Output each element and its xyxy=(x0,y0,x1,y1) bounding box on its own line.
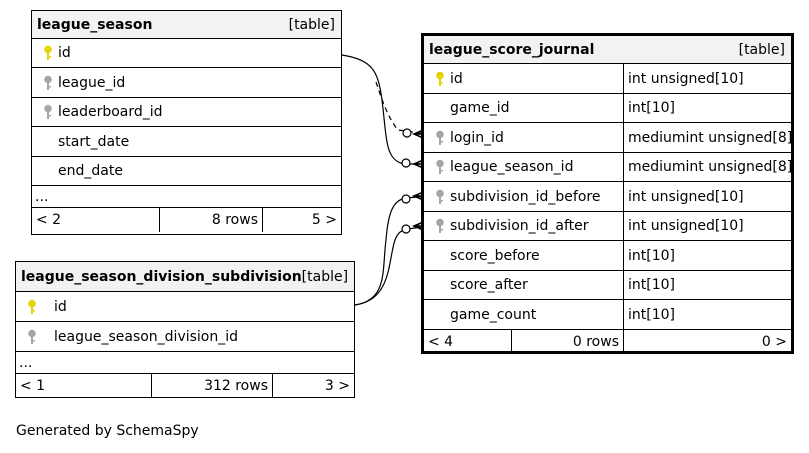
table-footer: < 1 312 rows 3 > xyxy=(16,374,354,397)
prev-count[interactable]: < 2 xyxy=(36,212,62,228)
primary-key-icon xyxy=(38,45,58,61)
edge-subdivision-after xyxy=(354,225,429,306)
column-name: league_season_id xyxy=(450,159,574,175)
column-row[interactable]: end_date xyxy=(32,157,341,186)
column-row[interactable]: login_id mediumint unsigned[8] xyxy=(424,123,791,153)
column-name: start_date xyxy=(58,133,130,150)
next-count[interactable]: 3 > xyxy=(272,374,354,397)
column-name: subdivision_id_before xyxy=(450,188,601,205)
edge-end-login xyxy=(402,128,412,138)
column-row[interactable]: id xyxy=(16,292,354,322)
table-header: league_season_division_subdivision [tabl… xyxy=(16,262,354,292)
prev-count[interactable]: < 1 xyxy=(20,377,46,394)
edge-login-id xyxy=(375,81,429,135)
column-name: score_after xyxy=(450,277,528,293)
primary-key-icon xyxy=(430,71,450,87)
column-row[interactable]: subdivision_id_before int unsigned[10] xyxy=(424,182,791,212)
edge-end-season xyxy=(401,158,411,168)
column-row[interactable]: game_id int[10] xyxy=(424,94,791,123)
next-count[interactable]: 0 > xyxy=(623,330,791,353)
column-row[interactable]: leaderboard_id xyxy=(32,98,341,127)
ellipsis: ... xyxy=(19,354,33,371)
column-name: subdivision_id_after xyxy=(450,218,589,234)
edge-subdivision-before xyxy=(354,195,429,306)
edge-end-sub-after xyxy=(401,224,411,234)
table-header: league_season [table] xyxy=(32,11,341,39)
edge-end-sub-before xyxy=(401,194,411,204)
foreign-key-icon xyxy=(430,130,450,146)
column-name: id xyxy=(58,45,71,61)
column-name: id xyxy=(54,298,67,315)
column-row[interactable]: id xyxy=(32,39,341,68)
foreign-key-icon xyxy=(430,189,450,205)
edge-league-season-id xyxy=(341,54,428,165)
more-columns-row: ... xyxy=(16,352,354,374)
column-type: mediumint unsigned[8] xyxy=(623,123,791,152)
column-type: int unsigned[10] xyxy=(623,212,791,240)
column-row[interactable]: start_date xyxy=(32,127,341,157)
column-name: game_count xyxy=(450,306,537,323)
next-count[interactable]: 5 > xyxy=(262,208,341,232)
column-type: int unsigned[10] xyxy=(623,64,791,93)
column-type: int[10] xyxy=(623,94,791,122)
table-league-season-division-subdivision[interactable]: league_season_division_subdivision [tabl… xyxy=(15,261,355,398)
table-footer: < 2 8 rows 5 > xyxy=(32,208,341,232)
foreign-key-icon xyxy=(38,75,58,91)
row-count: 312 rows xyxy=(151,374,272,397)
column-name: end_date xyxy=(58,163,123,179)
column-row[interactable]: score_after int[10] xyxy=(424,271,791,300)
foreign-key-icon xyxy=(430,159,450,175)
table-league-season[interactable]: league_season [table] id league_id leade… xyxy=(31,10,342,235)
column-row[interactable]: league_id xyxy=(32,68,341,98)
more-columns-row: ... xyxy=(32,186,341,208)
column-row[interactable]: subdivision_id_after int unsigned[10] xyxy=(424,212,791,241)
table-header: league_score_journal [table] xyxy=(424,36,791,64)
column-type: int unsigned[10] xyxy=(623,182,791,211)
foreign-key-icon xyxy=(22,329,42,345)
column-type: mediumint unsigned[8] xyxy=(623,153,791,181)
row-count: 0 rows xyxy=(511,330,623,353)
table-kind: [table] xyxy=(288,16,335,33)
generated-by-label: Generated by SchemaSpy xyxy=(16,423,199,439)
column-row[interactable]: id int unsigned[10] xyxy=(424,64,791,94)
ellipsis: ... xyxy=(35,188,49,205)
column-row[interactable]: league_season_id mediumint unsigned[8] xyxy=(424,153,791,182)
column-name: score_before xyxy=(450,247,540,264)
column-name: league_id xyxy=(58,74,126,91)
column-name: game_id xyxy=(450,100,510,116)
prev-count[interactable]: < 4 xyxy=(428,333,454,350)
column-name: login_id xyxy=(450,129,504,146)
table-name: league_season xyxy=(37,16,153,33)
column-type: int[10] xyxy=(623,241,791,270)
column-row[interactable]: game_count int[10] xyxy=(424,300,791,330)
table-footer: < 4 0 rows 0 > xyxy=(424,330,791,353)
primary-key-icon xyxy=(22,299,42,315)
column-row[interactable]: score_before int[10] xyxy=(424,241,791,271)
table-name: league_season_division_subdivision xyxy=(21,268,302,285)
column-type: int[10] xyxy=(623,271,791,299)
foreign-key-icon xyxy=(38,104,58,120)
table-kind: [table] xyxy=(301,268,349,285)
foreign-key-icon xyxy=(430,218,450,234)
column-name: id xyxy=(450,70,463,87)
table-kind: [table] xyxy=(738,41,785,58)
column-row[interactable]: league_season_division_id xyxy=(16,322,354,352)
column-type: int[10] xyxy=(623,300,791,329)
table-league-score-journal[interactable]: league_score_journal [table] id int unsi… xyxy=(421,33,794,354)
column-name: league_season_division_id xyxy=(54,328,239,345)
column-name: leaderboard_id xyxy=(58,104,163,120)
row-count: 8 rows xyxy=(159,208,262,232)
table-name: league_score_journal xyxy=(429,41,595,58)
